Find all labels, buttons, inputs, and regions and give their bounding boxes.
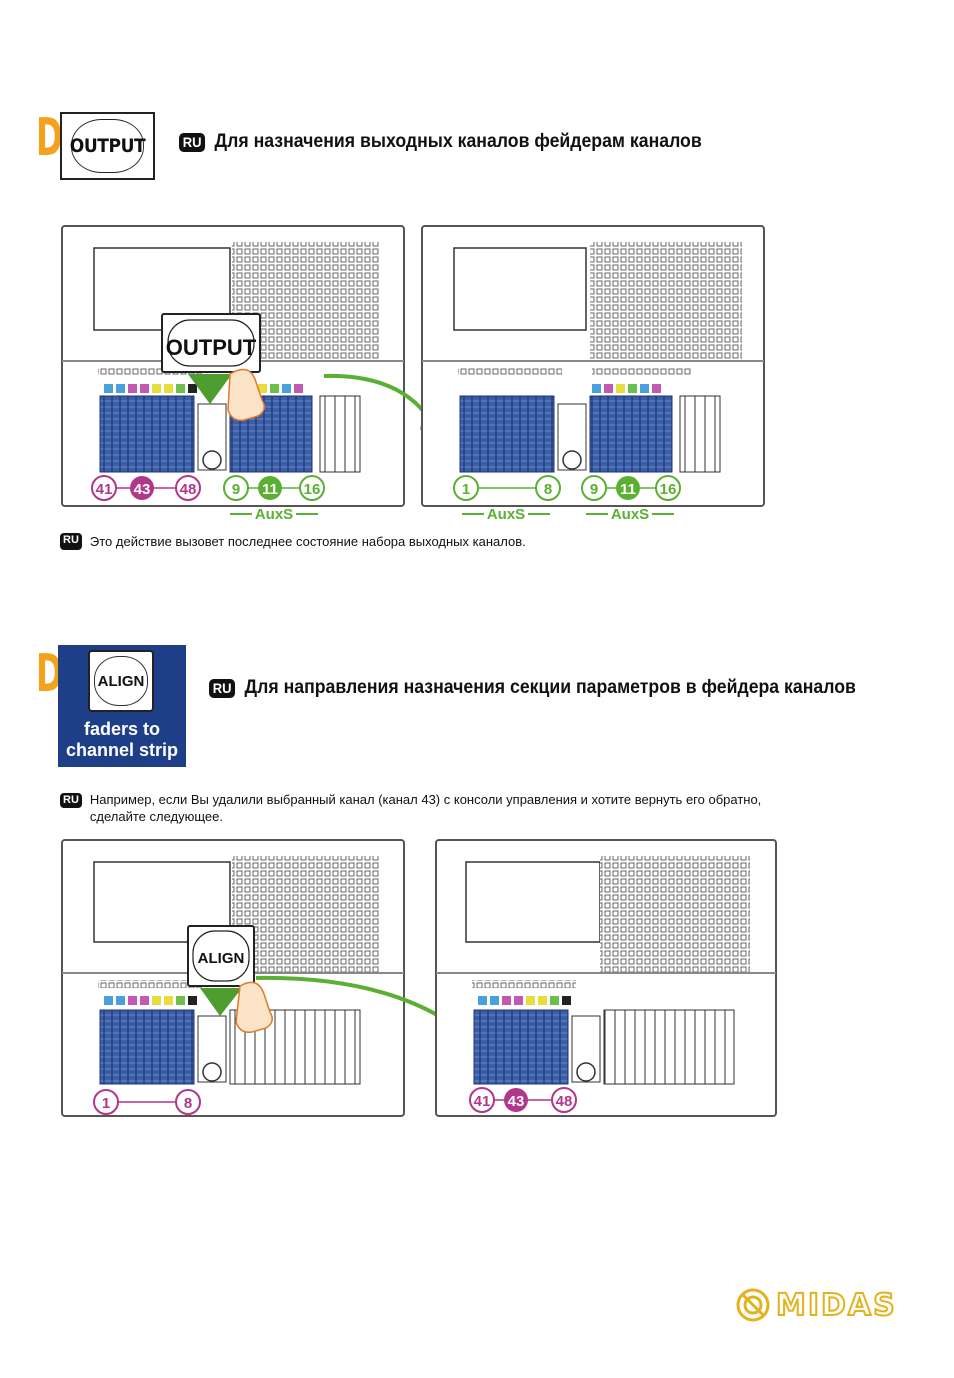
svg-text:ALIGN: ALIGN [198, 950, 245, 967]
figure-output-assignment: OUTPUT 41 43 48 9 11 16 AuxS [61, 225, 765, 523]
svg-text:43: 43 [134, 481, 151, 498]
align-key-caption: faders to channel strip [65, 719, 179, 760]
midas-logo: MIDAS [736, 1287, 926, 1324]
svg-text:1: 1 [102, 1095, 110, 1112]
output-button-label: OUTPUT [70, 119, 146, 173]
svg-text:9: 9 [590, 481, 598, 498]
section2-note: RU Например, если Вы удалили выбранный к… [60, 791, 761, 825]
midas-wordmark: MIDAS [775, 1287, 897, 1324]
svg-text:OUTPUT: OUTPUT [166, 335, 257, 360]
section2-note-line1: Например, если Вы удалили выбранный кана… [89, 792, 762, 807]
svg-text:11: 11 [620, 481, 636, 498]
ru-badge: RU [209, 678, 236, 698]
align-key: ALIGN [88, 650, 154, 712]
align-key-label: ALIGN [94, 656, 148, 706]
svg-text:1: 1 [462, 481, 470, 498]
step-letter-d: D [36, 108, 63, 168]
svg-text:16: 16 [660, 481, 677, 498]
section1-heading: RU Для назначения выходных каналов фейде… [179, 131, 702, 153]
svg-text:AuxS: AuxS [611, 506, 649, 523]
output-callout: OUTPUT [161, 313, 261, 404]
svg-text:8: 8 [184, 1095, 192, 1112]
right-channel-labels: 41 43 48 [469, 1087, 577, 1113]
assignment-arrow [255, 975, 454, 1026]
svg-text:41: 41 [96, 481, 113, 498]
console-right: 41 43 48 [435, 839, 777, 1117]
section2-note-line2: сделайте следующее. [89, 809, 223, 824]
svg-text:41: 41 [474, 1093, 491, 1110]
svg-text:16: 16 [304, 481, 321, 498]
hand-pointer-icon [227, 368, 265, 422]
console-left: OUTPUT 41 43 48 9 11 16 AuxS [61, 225, 405, 523]
svg-text:43: 43 [508, 1093, 525, 1110]
svg-text:48: 48 [556, 1093, 573, 1110]
left-channel-labels: 41 43 48 9 11 16 AuxS [91, 475, 325, 523]
svg-text:AuxS: AuxS [487, 506, 525, 523]
section2-heading-text: Для направления назначения секции параме… [244, 677, 856, 698]
output-button-illustration: OUTPUT [60, 112, 155, 180]
section1-note-text: Это действие вызовет последнее состояние… [89, 534, 526, 549]
section1-heading-text: Для назначения выходных каналов фейдерам… [214, 131, 702, 152]
midas-emblem-icon [736, 1288, 770, 1322]
svg-text:9: 9 [232, 481, 240, 498]
ru-badge: RU [60, 793, 82, 808]
console-left: ALIGN 1 8 [61, 839, 405, 1117]
svg-text:AuxS: AuxS [255, 506, 293, 523]
section1-note: RU Это действие вызовет последнее состоя… [60, 533, 526, 550]
ru-badge: RU [60, 533, 82, 550]
svg-text:11: 11 [262, 481, 278, 498]
section2-heading: RU Для направления назначения секции пар… [209, 677, 856, 699]
svg-text:48: 48 [180, 481, 197, 498]
console-right: 1 8 9 11 16 AuxS AuxS [421, 225, 765, 523]
right-channel-labels: 1 8 9 11 16 AuxS AuxS [453, 475, 681, 523]
align-callout: ALIGN [187, 925, 255, 1016]
align-key-illustration: ALIGN faders to channel strip [58, 645, 186, 767]
hand-pointer-icon [235, 981, 273, 1034]
figure-align-faders: ALIGN 1 8 41 [61, 839, 777, 1117]
left-channel-labels: 1 8 [93, 1089, 201, 1115]
ru-badge: RU [179, 132, 206, 152]
svg-text:8: 8 [544, 481, 552, 498]
